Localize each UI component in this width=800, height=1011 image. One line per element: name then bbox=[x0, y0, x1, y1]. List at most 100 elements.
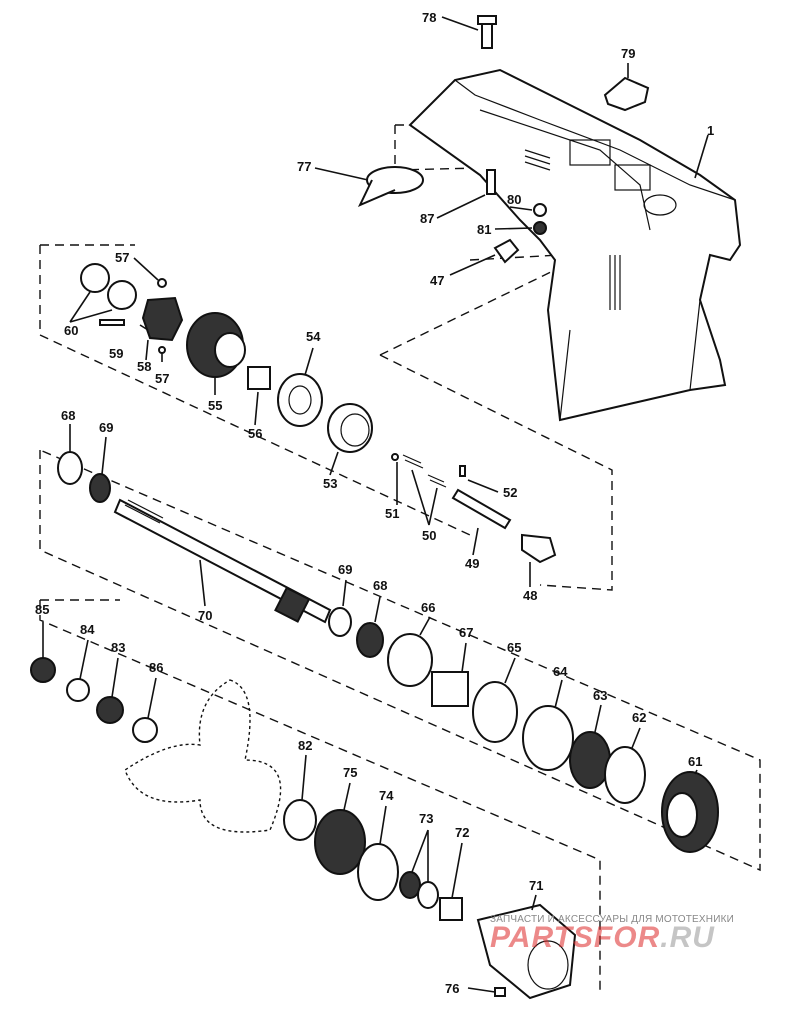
label-73: 73 bbox=[419, 811, 433, 826]
part-71-carrier bbox=[476, 903, 577, 1000]
label-81: 81 bbox=[477, 222, 491, 237]
part-83-spacer bbox=[96, 696, 124, 724]
part-59-pin bbox=[99, 319, 125, 326]
boundary-prop bbox=[39, 599, 601, 995]
part-85-nut bbox=[30, 657, 56, 683]
part-labels: 78 79 1 77 87 80 81 47 57 60 59 58 57 55… bbox=[35, 10, 714, 996]
part-77-fin bbox=[357, 179, 396, 207]
label-50: 50 bbox=[422, 528, 436, 543]
housing-water-intake bbox=[609, 255, 621, 310]
part-58-clutch bbox=[141, 296, 184, 342]
part-81-nut bbox=[533, 221, 547, 235]
label-62: 62 bbox=[632, 710, 646, 725]
part-54-bearing bbox=[277, 373, 323, 427]
boundary-shift bbox=[379, 269, 613, 591]
label-86: 86 bbox=[149, 660, 163, 675]
part-69-washer-b bbox=[328, 607, 352, 637]
part-80-washer bbox=[533, 203, 547, 217]
part-73-seal-a bbox=[399, 871, 421, 899]
part-64-washer bbox=[522, 705, 574, 771]
label-47: 47 bbox=[430, 273, 444, 288]
label-60: 60 bbox=[64, 323, 78, 338]
label-70: 70 bbox=[198, 608, 212, 623]
label-77: 77 bbox=[297, 159, 311, 174]
part-69-washer bbox=[89, 473, 111, 503]
part-67-roller bbox=[431, 671, 469, 707]
housing-body bbox=[408, 68, 742, 422]
label-72: 72 bbox=[455, 825, 469, 840]
part-54-bore bbox=[288, 385, 312, 415]
part-72-bearing bbox=[439, 897, 463, 921]
part-53-inner bbox=[340, 413, 370, 447]
part-70-splines bbox=[124, 499, 164, 524]
leader-lines bbox=[42, 16, 709, 993]
label-55: 55 bbox=[208, 398, 222, 413]
label-65: 65 bbox=[507, 640, 521, 655]
part-57-ball-b bbox=[158, 346, 166, 354]
part-61-hub bbox=[666, 792, 698, 838]
boundary-prop-shaft bbox=[39, 449, 761, 872]
gear-housing bbox=[408, 68, 742, 422]
housing-vents bbox=[524, 149, 551, 171]
part-68-washer bbox=[57, 451, 83, 485]
prop-shaft-group bbox=[57, 451, 332, 624]
label-52: 52 bbox=[503, 485, 517, 500]
part-75-bearing bbox=[314, 809, 366, 875]
label-74: 74 bbox=[379, 788, 394, 803]
part-70-shaft bbox=[113, 498, 332, 624]
label-63: 63 bbox=[593, 688, 607, 703]
part-50-spring-b bbox=[427, 474, 447, 488]
label-1: 1 bbox=[707, 123, 714, 138]
label-80: 80 bbox=[507, 192, 521, 207]
label-48: 48 bbox=[523, 588, 537, 603]
part-71-bore bbox=[527, 940, 569, 990]
shift-parts bbox=[391, 453, 557, 564]
label-69: 69 bbox=[99, 420, 113, 435]
label-87: 87 bbox=[420, 211, 434, 226]
label-54: 54 bbox=[306, 329, 321, 344]
label-79: 79 bbox=[621, 46, 635, 61]
label-76: 76 bbox=[445, 981, 459, 996]
label-58: 58 bbox=[137, 359, 151, 374]
label-57b: 57 bbox=[155, 371, 169, 386]
propeller-outline bbox=[124, 679, 282, 833]
label-53: 53 bbox=[323, 476, 337, 491]
lower-gear-row bbox=[328, 607, 719, 853]
part-48-cam bbox=[521, 533, 557, 564]
upper-gear-assembly bbox=[80, 263, 373, 453]
label-49: 49 bbox=[465, 556, 479, 571]
part-63-ring bbox=[569, 731, 611, 789]
label-69b: 69 bbox=[338, 562, 352, 577]
part-66-bearing bbox=[387, 633, 433, 687]
label-67: 67 bbox=[459, 625, 473, 640]
part-57-ball bbox=[157, 278, 167, 288]
label-51: 51 bbox=[385, 506, 399, 521]
part-56-bearing bbox=[247, 366, 271, 390]
label-78: 78 bbox=[422, 10, 436, 25]
part-86-washer bbox=[132, 717, 158, 743]
housing-deck-edge bbox=[454, 79, 736, 201]
housing-skeg-lines bbox=[559, 299, 701, 421]
part-60-ring-b bbox=[107, 280, 137, 310]
label-85: 85 bbox=[35, 602, 49, 617]
part-65-oring bbox=[472, 681, 518, 743]
part-55-hub bbox=[214, 332, 246, 368]
label-68: 68 bbox=[61, 408, 75, 423]
part-79-anode bbox=[603, 76, 650, 112]
part-50-spring-a bbox=[402, 454, 424, 469]
part-49-shaft bbox=[451, 488, 512, 530]
part-74-ring bbox=[357, 843, 399, 901]
label-68b: 68 bbox=[373, 578, 387, 593]
label-61: 61 bbox=[688, 754, 702, 769]
label-82: 82 bbox=[298, 738, 312, 753]
part-78-head bbox=[477, 15, 497, 25]
housing-cavity-1 bbox=[569, 139, 611, 166]
part-47-bracket bbox=[493, 238, 520, 264]
label-59: 59 bbox=[109, 346, 123, 361]
label-66: 66 bbox=[421, 600, 435, 615]
part-87-screw bbox=[486, 169, 496, 195]
label-84: 84 bbox=[80, 622, 95, 637]
prop-hardware bbox=[30, 657, 577, 1000]
top-parts bbox=[357, 15, 650, 264]
part-70-gear-spline bbox=[274, 586, 311, 623]
